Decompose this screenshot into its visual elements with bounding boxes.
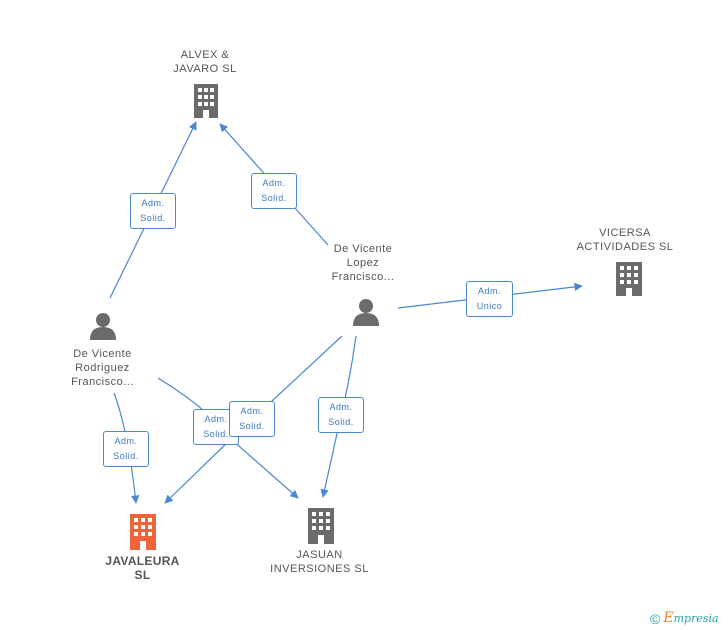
company-label-alvex[interactable]: ALVEX & JAVARO SL: [173, 49, 237, 75]
person-icon[interactable]: [352, 298, 380, 326]
company-label-jasuan[interactable]: JASUAN INVERSIONES SL: [270, 549, 369, 575]
building-icon[interactable]: [306, 508, 336, 544]
role-badge[interactable]: Adm. Solid.: [318, 397, 364, 433]
role-badge[interactable]: Adm. Unico: [466, 281, 513, 317]
building-icon[interactable]: [193, 84, 219, 118]
person-label-rodriguez[interactable]: De Vicente Rodriguez Francisco...: [71, 348, 134, 388]
person-icon[interactable]: [89, 312, 117, 340]
role-badge[interactable]: Adm. Solid.: [251, 173, 297, 209]
building-icon-main[interactable]: [128, 514, 158, 550]
role-badge[interactable]: Adm. Solid.: [103, 431, 149, 467]
brand-logo[interactable]: Empresia: [663, 610, 719, 626]
role-badge[interactable]: Adm. Solid.: [229, 401, 275, 437]
company-label-vicersa[interactable]: VICERSA ACTIVIDADES SL: [576, 227, 674, 253]
building-icon[interactable]: [614, 262, 644, 296]
copyright-icon: ©: [650, 611, 661, 628]
role-badge[interactable]: Adm. Solid.: [130, 193, 176, 229]
person-label-lopez[interactable]: De Vicente Lopez Francisco...: [331, 243, 395, 283]
brand-footer: © Empresia: [650, 610, 719, 627]
company-label-javaleura[interactable]: JAVALEURA SL: [105, 554, 180, 582]
